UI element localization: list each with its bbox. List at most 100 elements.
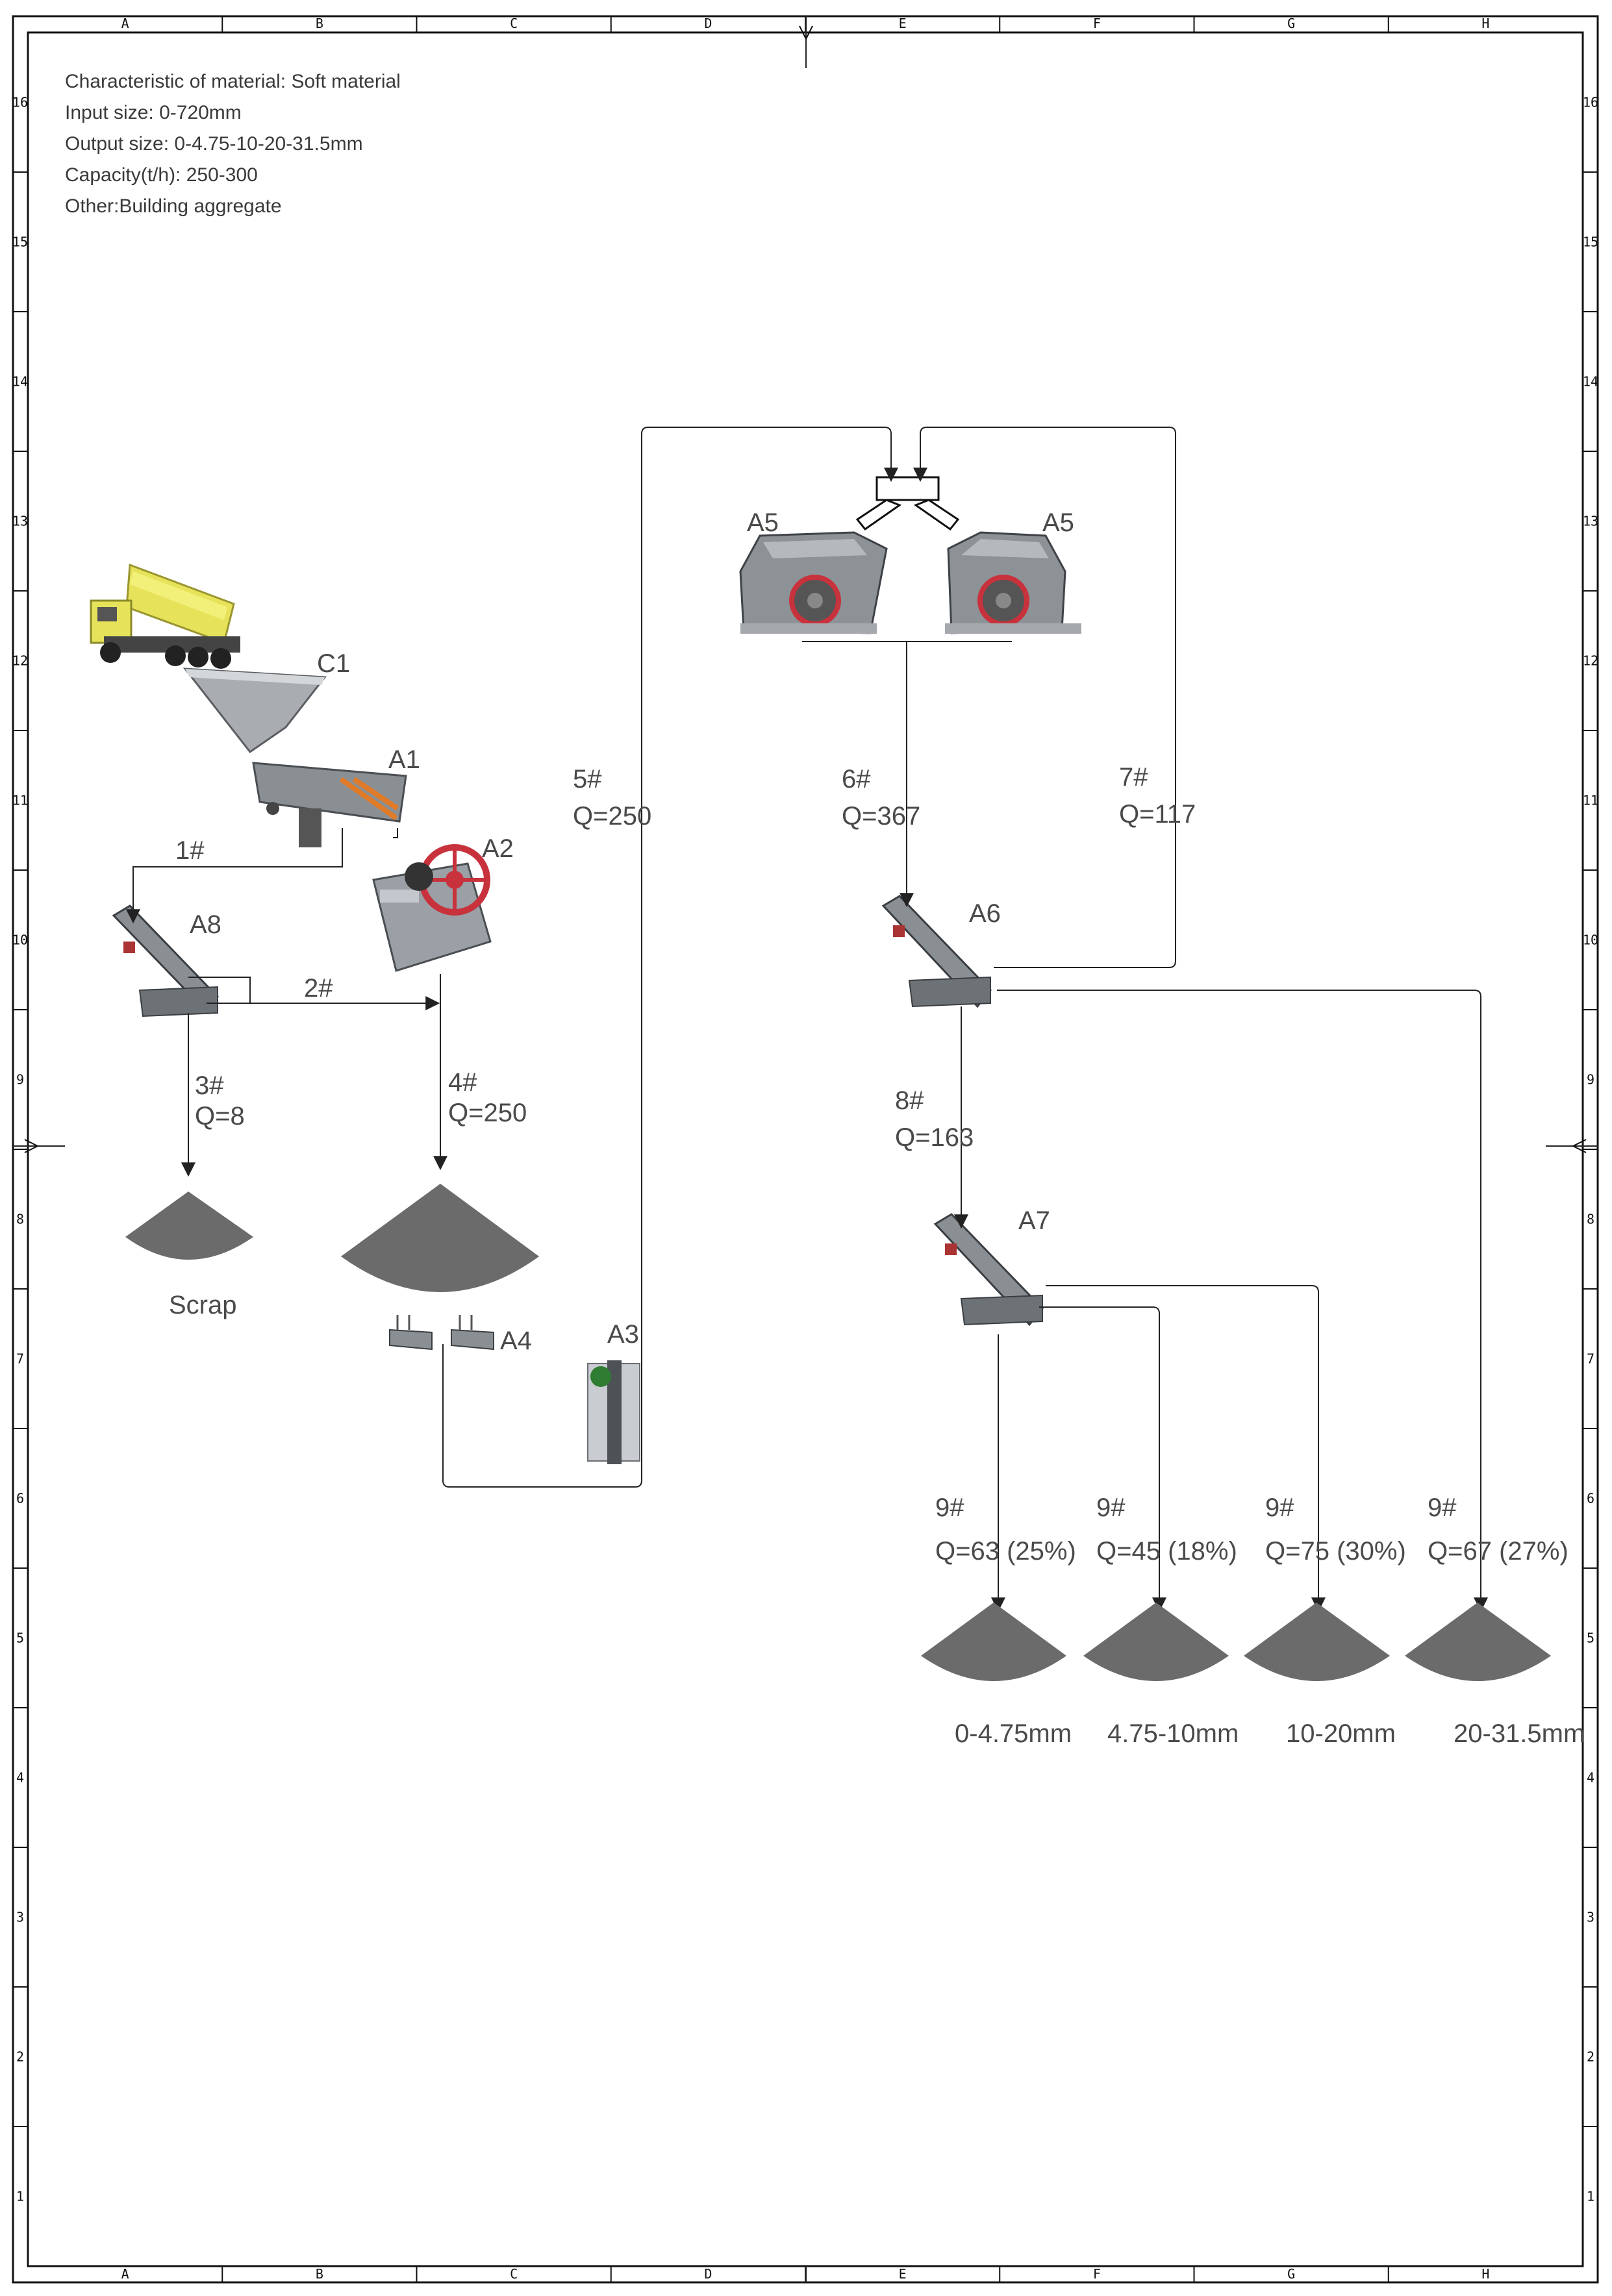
feeder-a4-icon xyxy=(389,1315,494,1351)
dump-truck-icon xyxy=(90,563,240,669)
note-capacity: Capacity(t/h): 250-300 xyxy=(65,164,258,186)
note-input-size: Input size: 0-720mm xyxy=(65,102,242,123)
grid-row-right-4: 4 xyxy=(1587,1770,1594,1786)
flow-label-2: 2# xyxy=(304,974,333,1003)
grid-row-right-15: 15 xyxy=(1583,234,1598,250)
vibrating-screen-a8-icon xyxy=(112,905,219,1017)
centering-marks xyxy=(13,16,1598,2282)
grid-row-left-10: 10 xyxy=(12,932,28,948)
jaw-crusher-a2-icon xyxy=(372,844,492,972)
grid-row-right-8: 8 xyxy=(1587,1212,1594,1227)
flow-label-9d-id: 9# xyxy=(1428,1493,1457,1522)
label-a8: A8 xyxy=(190,910,221,939)
flow-line-2-upper xyxy=(188,977,251,1003)
grid-row-right-6: 6 xyxy=(1587,1491,1594,1506)
grid-row-left-9: 9 xyxy=(16,1072,24,1088)
label-a5-right: A5 xyxy=(1042,508,1074,537)
grid-col-top-D: D xyxy=(704,16,712,31)
flow-label-9a-id: 9# xyxy=(935,1493,964,1522)
label-c1: C1 xyxy=(317,649,350,678)
grid-col-bottom-F: F xyxy=(1093,2266,1101,2282)
grid-col-top-A: A xyxy=(121,16,129,31)
grid-row-left-13: 13 xyxy=(12,514,28,529)
grid-row-right-12: 12 xyxy=(1583,653,1598,669)
impact-crusher-a5-left-icon xyxy=(739,531,888,634)
grid-col-bottom-H: H xyxy=(1481,2266,1489,2282)
pile-label-10-20: 10-20mm xyxy=(1286,1719,1396,1748)
pile-4-75-10 xyxy=(1083,1603,1229,1681)
grid-col-bottom-A: A xyxy=(121,2266,129,2282)
grid-row-left-3: 3 xyxy=(16,1910,24,1925)
flow-line-9c xyxy=(1046,1285,1326,1612)
grid-col-top-H: H xyxy=(1481,16,1489,31)
grid-row-right-1: 1 xyxy=(1587,2189,1594,2204)
grid-row-right-5: 5 xyxy=(1587,1630,1594,1646)
note-other: Other:Building aggregate xyxy=(65,195,282,217)
grid-col-top-B: B xyxy=(316,16,323,31)
grid-col-bottom-D: D xyxy=(704,2266,712,2282)
flow-label-3-q: Q=8 xyxy=(195,1102,245,1130)
vibrating-screen-a7-icon xyxy=(933,1213,1044,1327)
grid-row-left-2: 2 xyxy=(16,2049,24,2065)
flow-line-feeder-a2 xyxy=(393,828,398,838)
flow-label-9a-q: Q=63 (25%) xyxy=(935,1537,1076,1566)
flow-label-1: 1# xyxy=(175,836,205,865)
note-output-size: Output size: 0-4.75-10-20-31.5mm xyxy=(65,133,363,155)
flow-label-8-id: 8# xyxy=(895,1086,924,1115)
flow-label-9b-q: Q=45 (18%) xyxy=(1096,1537,1237,1566)
grid-row-left-7: 7 xyxy=(16,1351,24,1367)
grid-row-left-16: 16 xyxy=(12,95,28,110)
pile-10-20 xyxy=(1244,1603,1390,1681)
flow-line-7 xyxy=(913,427,1176,968)
hopper-c1-icon xyxy=(183,668,327,754)
belt-conveyor-a3-icon xyxy=(587,1360,640,1464)
flow-label-5-id: 5# xyxy=(573,765,602,793)
vibrating-feeder-a1-icon xyxy=(252,762,407,847)
grid-row-right-10: 10 xyxy=(1583,932,1598,948)
flow-label-7-id: 7# xyxy=(1119,763,1148,792)
grid-row-right-16: 16 xyxy=(1583,95,1598,110)
label-a6: A6 xyxy=(969,899,1001,928)
grid-col-top-F: F xyxy=(1093,16,1101,31)
grid-row-right-7: 7 xyxy=(1587,1351,1594,1367)
label-a5-left: A5 xyxy=(747,508,779,537)
grid-row-right-14: 14 xyxy=(1583,374,1598,390)
grid-col-top-C: C xyxy=(510,16,518,31)
impact-crusher-a5-right-icon xyxy=(945,531,1081,634)
grid-col-bottom-G: G xyxy=(1287,2266,1295,2282)
note-material: Characteristic of material: Soft materia… xyxy=(65,71,401,92)
pile-0-4-75 xyxy=(921,1603,1066,1681)
flow-line-9b xyxy=(1039,1306,1166,1612)
pile-label-0-4-75: 0-4.75mm xyxy=(955,1719,1072,1748)
flow-label-4-q: Q=250 xyxy=(448,1099,527,1127)
grid-row-left-6: 6 xyxy=(16,1491,24,1506)
grid-row-left-11: 11 xyxy=(12,793,28,808)
flow-label-5-q: Q=250 xyxy=(573,802,651,830)
flow-label-9d-q: Q=67 (27%) xyxy=(1428,1537,1568,1566)
outer-frame xyxy=(12,15,1599,2284)
pile-scrap xyxy=(125,1192,253,1260)
grid-col-top-E: E xyxy=(899,16,907,31)
grid-row-left-14: 14 xyxy=(12,374,28,390)
label-a2: A2 xyxy=(482,834,514,863)
pile-label-scrap: Scrap xyxy=(169,1291,237,1319)
pile-main xyxy=(341,1184,539,1292)
label-a4: A4 xyxy=(500,1327,532,1355)
grid-row-left-1: 1 xyxy=(16,2189,24,2204)
flow-line-5 xyxy=(442,427,898,1488)
grid-row-left-8: 8 xyxy=(16,1212,24,1227)
flow-label-8-q: Q=163 xyxy=(895,1123,974,1152)
grid-row-right-9: 9 xyxy=(1587,1072,1594,1088)
label-a1: A1 xyxy=(388,745,420,774)
vibrating-screen-a6-icon xyxy=(881,895,992,1008)
grid-row-left-5: 5 xyxy=(16,1630,24,1646)
flow-label-7-q: Q=117 xyxy=(1119,800,1196,829)
label-a7: A7 xyxy=(1018,1206,1050,1235)
flow-label-6-id: 6# xyxy=(842,765,871,793)
pile-20-31-5 xyxy=(1405,1603,1551,1681)
grid-row-left-12: 12 xyxy=(12,653,28,669)
grid-row-right-2: 2 xyxy=(1587,2049,1594,2065)
